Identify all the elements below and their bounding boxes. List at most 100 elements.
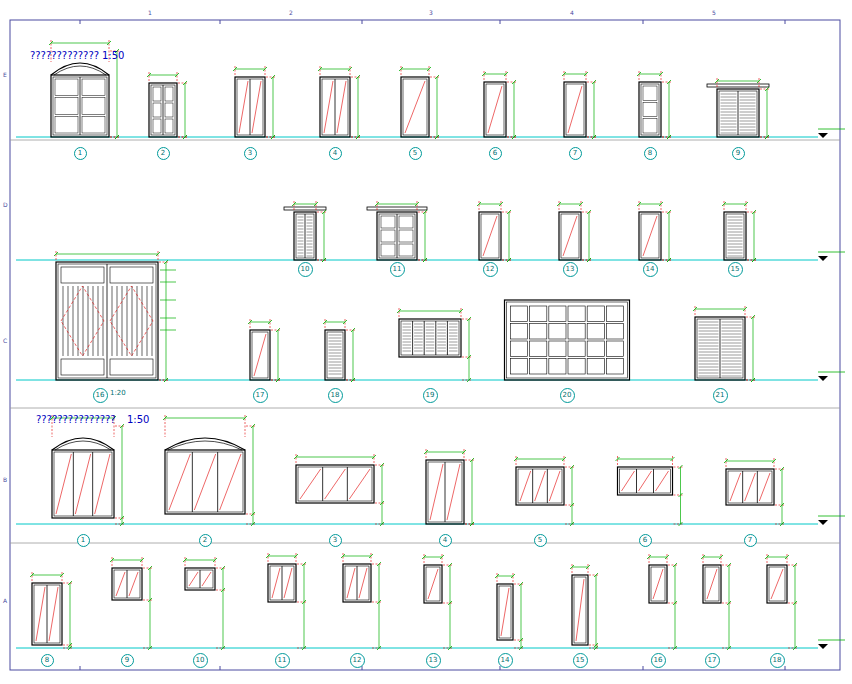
callout-number: 4: [333, 150, 337, 157]
grid-tick: [643, 20, 644, 24]
section-title: 1:50: [127, 414, 149, 425]
callout-circle: 2: [157, 147, 170, 160]
note-leader: [160, 318, 176, 319]
elevation: [495, 573, 524, 650]
callout-circle: 11: [275, 653, 290, 668]
callout-number: 14: [646, 266, 655, 273]
note-leader: [160, 282, 176, 283]
callout-number: 10: [301, 266, 310, 273]
elevation: [147, 72, 188, 139]
callout-circle: 15: [573, 653, 588, 668]
callout-number: 1: [81, 537, 85, 544]
callout-circle: 4: [439, 534, 452, 547]
section-title: 1:50: [102, 50, 124, 61]
elevation: [266, 553, 307, 650]
elevation: [482, 71, 517, 139]
grid-reference: 4: [570, 10, 574, 17]
callout-number: 9: [736, 150, 740, 157]
note-leader: [160, 300, 176, 301]
callout-circle: 12: [483, 262, 498, 277]
level-marker: [818, 520, 828, 525]
ground-line: [16, 648, 818, 649]
elevation: [693, 306, 756, 382]
callout-number: 6: [643, 537, 647, 544]
level-leader: [818, 252, 845, 253]
elevation: [163, 415, 256, 526]
elevation: [248, 319, 281, 382]
zone-divider: [10, 543, 840, 544]
grid-tick: [220, 20, 221, 24]
grid-tick: [643, 666, 644, 670]
callout-circle: 21: [713, 388, 728, 403]
level-marker: [818, 644, 828, 649]
grid-reference: C: [3, 338, 7, 345]
elevation: [323, 319, 356, 382]
callout-number: 11: [393, 266, 402, 273]
callout-circle: 13: [426, 653, 441, 668]
level-leader: [818, 516, 845, 517]
callout-circle: 10: [298, 262, 313, 277]
elevation: [722, 201, 757, 262]
level-leader: [818, 640, 845, 641]
callout-circle: 7: [744, 534, 757, 547]
callout-circle: 7: [569, 147, 582, 160]
callout-circle: 19: [423, 388, 438, 403]
elevation: [765, 554, 798, 650]
note-leader: [160, 330, 176, 331]
elevation: [424, 449, 475, 526]
callout-circle: 15: [728, 262, 743, 277]
elevation: [616, 456, 684, 526]
grid-tick: [80, 666, 81, 670]
callout-number: 18: [773, 657, 782, 664]
elevation: [422, 554, 453, 650]
ground-line: [16, 524, 818, 525]
callout-circle: 18: [770, 653, 785, 668]
callout-circle: 6: [489, 147, 502, 160]
grid-reference: 5: [712, 10, 716, 17]
elevation: [637, 201, 672, 262]
callout-circle: 16: [93, 388, 108, 403]
callout-circle: 8: [41, 654, 54, 667]
elevation: [284, 201, 327, 262]
zone-divider: [10, 140, 840, 141]
grid-reference: A: [3, 598, 7, 605]
callout-number: 14: [501, 657, 510, 664]
section-title: ???????????????: [36, 414, 116, 425]
sheet-frame: [10, 20, 840, 670]
callout-circle: 3: [244, 147, 257, 160]
callout-number: 6: [493, 150, 497, 157]
callout-circle: 14: [643, 262, 658, 277]
elevation: [707, 78, 770, 139]
level-leader: [818, 129, 845, 130]
callout-circle: 1: [77, 534, 90, 547]
callout-number: 2: [203, 537, 207, 544]
elevation: [399, 66, 440, 139]
callout-circle: 5: [534, 534, 547, 547]
callout-circle: 20: [560, 388, 575, 403]
callout-circle: 6: [639, 534, 652, 547]
grid-reference: E: [3, 72, 7, 79]
elevation: [514, 456, 575, 526]
grid-tick: [220, 666, 221, 670]
callout-number: 16: [654, 657, 663, 664]
elevation: [294, 454, 385, 526]
callout-circle: 3: [329, 534, 342, 547]
grid-tick: [362, 20, 363, 24]
callout-number: 13: [429, 657, 438, 664]
callout-circle: 12: [350, 653, 365, 668]
callout-number: 10: [196, 657, 205, 664]
elevation: [233, 66, 276, 139]
callout-circle: 5: [409, 147, 422, 160]
elevation: [637, 71, 672, 139]
callout-number: 7: [748, 537, 752, 544]
elevation: [397, 308, 472, 382]
level-marker: [818, 133, 828, 138]
elevation: [318, 66, 361, 139]
callout-number: 12: [353, 657, 362, 664]
callout-number: 20: [563, 392, 572, 399]
callout-number: 17: [708, 657, 717, 664]
elevation: [367, 201, 428, 262]
elevation: [54, 251, 169, 382]
